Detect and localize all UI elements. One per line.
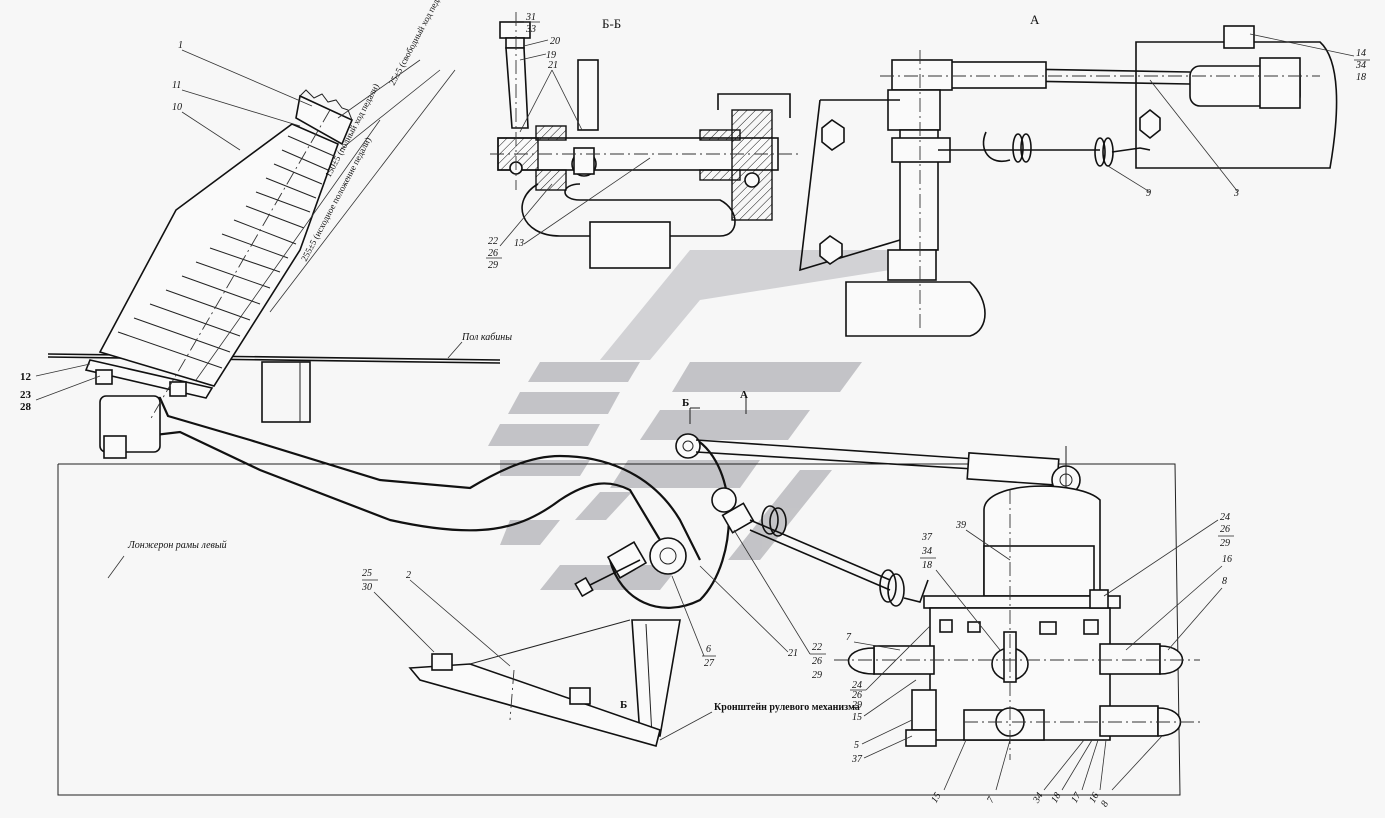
callout-16: 16 — [1222, 554, 1232, 565]
callout-22: 22 — [812, 642, 822, 653]
callout-28: 28 — [20, 401, 32, 413]
callout-12: 12 — [20, 371, 32, 383]
label-frame-rail: Лонжерон рамы левый — [127, 540, 227, 551]
callout-29: 29 — [812, 670, 822, 681]
view-a-title: А — [1030, 12, 1040, 27]
callout-10: 10 — [172, 102, 182, 113]
callout-39: 39 — [955, 520, 966, 531]
callout-18: 18 — [922, 560, 932, 571]
callout-25: 25 — [362, 568, 372, 579]
section-callout-13: 13 — [514, 238, 524, 249]
view-a-callout-3: 3 — [1233, 188, 1239, 199]
callout-26-r: 26 — [1220, 524, 1230, 535]
control-rod — [695, 439, 1081, 607]
view-a-callout-9: 9 — [1146, 188, 1151, 199]
watermark-logo — [488, 250, 890, 590]
section-callout-19: 19 — [546, 50, 556, 61]
callout-24-r: 24 — [1220, 512, 1230, 523]
callout-34-b: 34 — [1031, 791, 1046, 806]
callouts-section: 31 33 20 19 21 22 26 29 13 — [486, 12, 651, 271]
callout-24-l: 24 — [852, 680, 862, 691]
callout-27: 27 — [704, 658, 715, 669]
callout-23: 23 — [20, 389, 32, 401]
section-callout-22: 22 — [488, 236, 498, 247]
text-labels: Пол кабины Лонжерон рамы левый Кронштейн… — [107, 332, 860, 741]
callout-26-l: 26 — [852, 690, 862, 701]
crank-mechanism — [408, 433, 755, 747]
dim-free-travel: 25±5 (свободный ход педали) — [387, 0, 449, 87]
callout-5: 5 — [854, 740, 859, 751]
boot-corrugations — [117, 135, 335, 369]
section-callout-26: 26 — [488, 248, 498, 259]
view-a-callout-34: 34 — [1355, 60, 1366, 71]
callout-21: 21 — [788, 648, 798, 659]
frame-rail-outline — [57, 463, 1181, 796]
section-callout-20: 20 — [550, 36, 560, 47]
view-a-callout-14: 14 — [1356, 48, 1366, 59]
label-steering-bracket: Кронштейн рулевого механизма — [714, 702, 860, 713]
callout-8: 8 — [1222, 576, 1227, 587]
callout-26: 26 — [812, 656, 822, 667]
callout-11: 11 — [172, 80, 181, 91]
section-callout-33: 33 — [525, 24, 536, 35]
cut-mark-bottom: Б — [620, 699, 627, 711]
callout-7: 7 — [846, 632, 852, 643]
callout-30: 30 — [361, 582, 372, 593]
view-a-callout-18: 18 — [1356, 72, 1366, 83]
pedal-assembly — [84, 89, 701, 561]
callout-17-b: 17 — [1069, 790, 1084, 805]
callout-37: 37 — [921, 532, 933, 543]
callout-2: 2 — [406, 570, 411, 581]
view-a: А — [799, 12, 1338, 337]
callout-18-b: 18 — [1049, 791, 1064, 805]
section-title: Б-Б — [602, 16, 621, 31]
callout-8-b: 8 — [1099, 799, 1111, 809]
callout-29-l: 29 — [852, 700, 862, 711]
section-b-b: Б-Б — [490, 12, 800, 269]
callout-34: 34 — [921, 546, 932, 557]
brake-valve — [834, 485, 1200, 760]
callout-6: 6 — [706, 644, 711, 655]
callout-37-b: 37 — [851, 754, 863, 765]
callout-15-b: 15 — [929, 791, 944, 805]
callout-1: 1 — [178, 40, 183, 51]
view-arrow-label: А — [740, 389, 748, 401]
callout-29-r: 29 — [1220, 538, 1230, 549]
cut-mark-top: Б — [682, 397, 689, 409]
section-callout-21: 21 — [548, 60, 558, 71]
label-cab-floor: Пол кабины — [461, 332, 512, 343]
callout-16-b: 16 — [1087, 791, 1102, 805]
callout-7-b: 7 — [985, 794, 998, 805]
callouts-main: 1 11 10 12 23 28 25 30 2 6 27 21 22 26 2… — [20, 40, 1234, 809]
section-callout-29: 29 — [488, 260, 498, 271]
callouts-view-a: 14 34 18 9 3 — [1107, 33, 1370, 199]
callout-15-l: 15 — [852, 712, 862, 723]
section-callout-31: 31 — [525, 12, 536, 23]
